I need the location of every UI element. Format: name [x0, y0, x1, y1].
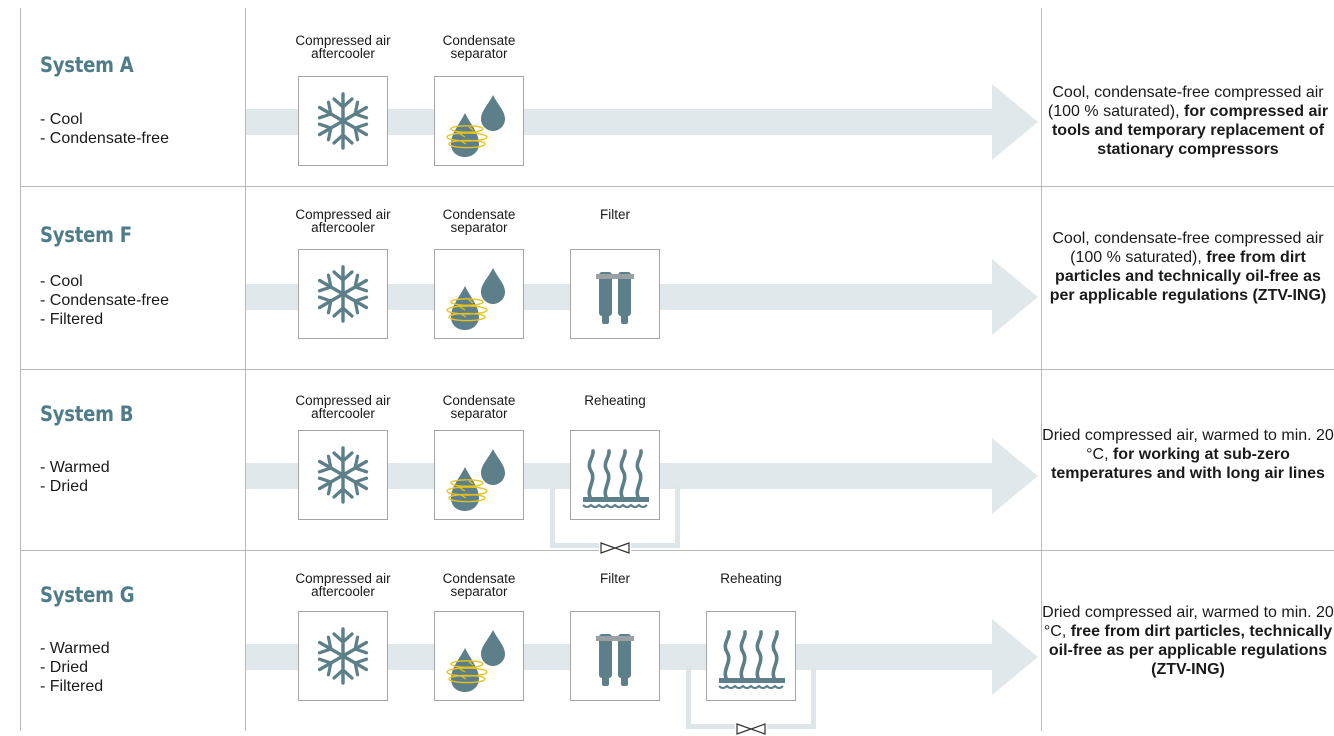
flow-arrow: [246, 84, 1038, 160]
feature-list: - Cool - Condensate-free - Filtered: [40, 272, 169, 329]
system-row: System F - Cool - Condensate-free - Filtere…: [0, 187, 1334, 370]
component-label-line: Filter: [600, 571, 630, 586]
valve-icon: [735, 722, 767, 736]
feature-item: - Condensate-free: [40, 292, 169, 309]
valve-icon: [599, 541, 631, 555]
component-label-line: aftercooler: [311, 584, 375, 599]
heating-icon: [718, 630, 785, 689]
component-label-line: Reheating: [584, 393, 646, 408]
result-highlight: free from dirt particles, technically oi…: [1048, 623, 1333, 678]
system-title: System F: [40, 223, 132, 247]
component-box: [434, 611, 524, 701]
feature-item: - Cool: [40, 111, 83, 128]
row-divider: [20, 550, 1334, 551]
component-label-line: Reheating: [720, 571, 782, 586]
component-label-line: separator: [450, 46, 508, 61]
component-label-line: Condensate: [442, 207, 516, 222]
condensate-drop-icon: [446, 630, 505, 692]
result-text: Dried compressed air, warmed to min. 20 …: [1042, 427, 1334, 463]
component-label-line: Condensate: [442, 33, 516, 48]
filter-icon: [596, 272, 634, 324]
feature-item: - Cool: [40, 273, 83, 290]
feature-list: - Warmed - Dried: [40, 458, 110, 496]
component-box: [298, 430, 388, 520]
component-box: [298, 76, 388, 166]
component-label-line: Compressed air: [295, 207, 391, 222]
component-label-line: Compressed air: [295, 571, 391, 586]
feature-item: - Warmed: [40, 640, 110, 657]
component-label-line: Condensate: [442, 393, 516, 408]
component-box: [298, 249, 388, 339]
result-text: Cool, condensate-free compressed air (10…: [1052, 230, 1324, 266]
component-label-line: separator: [450, 584, 508, 599]
row-divider: [20, 369, 1334, 370]
component-label-line: aftercooler: [311, 46, 375, 61]
result-highlight: free from dirt particles and technically…: [1049, 249, 1327, 304]
condensate-drop-icon: [446, 95, 505, 157]
component-label-line: Compressed air: [295, 33, 391, 48]
condensate-drop-icon: [446, 268, 505, 330]
snowflake-icon: [317, 627, 369, 685]
result-text: Dried compressed air, warmed to min. 20 …: [1042, 604, 1334, 640]
component-label-line: aftercooler: [311, 406, 375, 421]
snowflake-icon: [317, 446, 369, 504]
result-highlight: for working at sub-zero temperatures and…: [1051, 446, 1325, 482]
feature-item: - Filtered: [40, 311, 104, 328]
result-description: Dried compressed air, warmed to min. 20 …: [1042, 426, 1334, 483]
system-title: System A: [40, 53, 134, 77]
feature-item: - Warmed: [40, 459, 110, 476]
component-label-line: Condensate: [442, 571, 516, 586]
feature-item: - Dried: [40, 478, 89, 495]
component-label-line: separator: [450, 220, 508, 235]
snowflake-icon: [317, 92, 369, 150]
component-box: [434, 249, 524, 339]
filter-icon: [596, 634, 634, 686]
component-label: Filter: [545, 207, 685, 222]
system-title: System G: [40, 583, 135, 607]
feature-item: - Condensate-free: [40, 130, 169, 147]
system-row: System G - Warmed - Dried - Filtered Compres…: [0, 551, 1334, 736]
result-text: Cool, condensate-free compressed air (10…: [1047, 84, 1324, 120]
component-box: [570, 249, 660, 339]
component-label-line: separator: [450, 406, 508, 421]
result-description: Cool, condensate-free compressed air (10…: [1042, 83, 1334, 159]
component-box: [570, 430, 660, 520]
component-box: [298, 611, 388, 701]
component-label: Reheating: [681, 571, 821, 586]
feature-item: - Dried: [40, 659, 89, 676]
row-divider: [20, 186, 1334, 187]
result-description: Dried compressed air, warmed to min. 20 …: [1042, 603, 1334, 679]
component-label-line: Compressed air: [295, 393, 391, 408]
component-box: [706, 611, 796, 701]
snowflake-icon: [317, 265, 369, 323]
system-title: System B: [40, 402, 134, 426]
component-box: [434, 430, 524, 520]
component-box: [434, 76, 524, 166]
component-label: Reheating: [545, 393, 685, 408]
component-label-line: Filter: [600, 207, 630, 222]
component-label-line: aftercooler: [311, 220, 375, 235]
heating-icon: [582, 449, 649, 508]
component-label: Filter: [545, 571, 685, 586]
condensate-drop-icon: [446, 449, 505, 511]
component-box: [570, 611, 660, 701]
feature-item: - Filtered: [40, 678, 104, 695]
result-highlight: for com­pressed air tools and tempo­rary…: [1051, 103, 1329, 158]
system-row: System A - Cool - Condensate-free Compresse…: [0, 8, 1334, 187]
feature-list: - Warmed - Dried - Filtered: [40, 639, 110, 696]
result-description: Cool, condensate-free compressed air (10…: [1042, 229, 1334, 305]
feature-list: - Cool - Condensate-free: [40, 110, 169, 148]
